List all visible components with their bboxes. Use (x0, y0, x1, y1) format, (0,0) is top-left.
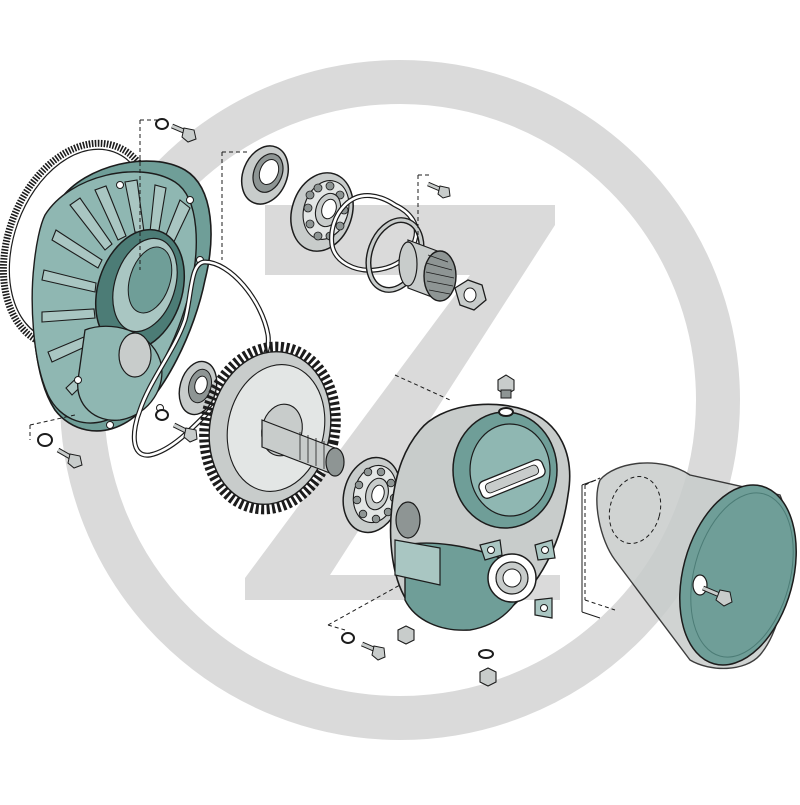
cone-bracket (581, 479, 601, 619)
flywheel-housing (31, 160, 212, 432)
leader-lines (29, 119, 616, 631)
spur-gear (199, 341, 345, 515)
ball-bearing-upper (290, 172, 354, 252)
ball-bearing-lower (342, 456, 402, 534)
splined-hub (398, 239, 457, 302)
filler-plug (397, 625, 497, 687)
hex-nut (454, 279, 487, 311)
drain-plug (497, 374, 515, 417)
oil-seal (240, 145, 290, 205)
bolts-and-washers (37, 118, 451, 661)
cone-adapter (596, 462, 797, 670)
gasket (131, 259, 271, 458)
gear-case (389, 403, 571, 631)
small-bearing (178, 360, 218, 416)
